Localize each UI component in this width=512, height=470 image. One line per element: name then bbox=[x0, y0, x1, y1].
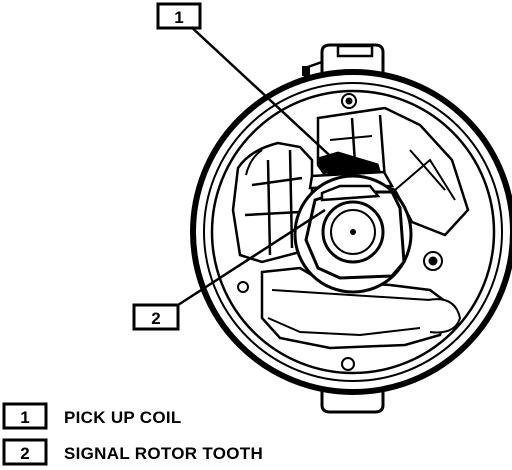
legend-item-2-number: 2 bbox=[20, 444, 29, 463]
signal-rotor-tooth bbox=[320, 184, 381, 202]
callout-1-number: 1 bbox=[174, 8, 183, 27]
leader-lines bbox=[177, 23, 341, 307]
housing-bolts bbox=[237, 93, 443, 371]
legend-item-1: 1 PICK UP COIL bbox=[2, 402, 182, 430]
callout-2-number: 2 bbox=[151, 309, 160, 328]
legend-item-2-label: SIGNAL ROTOR TOOTH bbox=[64, 444, 263, 463]
base-plate bbox=[260, 266, 462, 350]
right-coil-assembly bbox=[316, 106, 470, 237]
signal-rotor bbox=[293, 174, 413, 294]
legend-item-1-number: 1 bbox=[20, 408, 29, 427]
callout-2: 2 bbox=[132, 303, 180, 331]
legend-item-2: 2 SIGNAL ROTOR TOOTH bbox=[2, 438, 263, 466]
callout-1: 1 bbox=[156, 2, 202, 30]
legend: 1 PICK UP COIL 2 SIGNAL ROTOR TOOTH bbox=[2, 402, 263, 466]
legend-item-1-label: PICK UP COIL bbox=[64, 408, 182, 427]
